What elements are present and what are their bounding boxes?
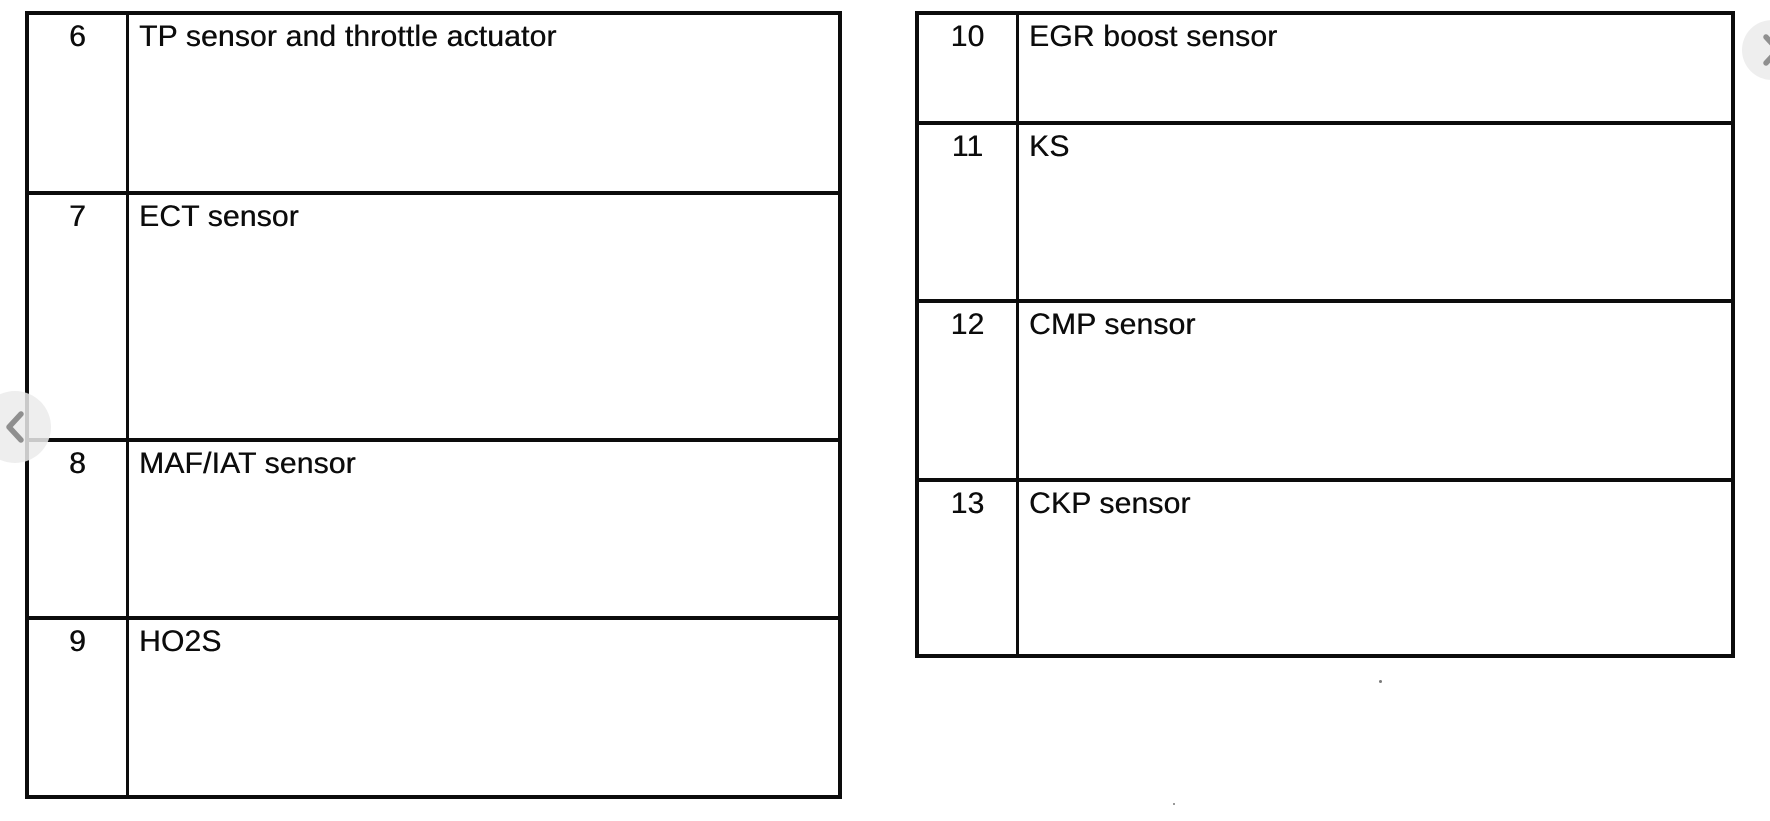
table-row: 11 KS [915,121,1735,303]
row-label-cell: TP sensor and throttle actuator [126,11,842,195]
row-number-cell: 10 [915,11,1019,125]
scan-speck [1379,680,1382,683]
row-number-cell: 7 [25,191,129,442]
row-number-cell: 13 [915,478,1019,658]
sensor-table-right: 10 EGR boost sensor 11 KS 12 CMP sensor … [915,11,1735,658]
table-row: 6 TP sensor and throttle actuator [25,11,842,195]
table-row: 12 CMP sensor [915,299,1735,482]
row-label-cell: KS [1016,121,1735,303]
scan-speck [1173,803,1175,805]
row-label-cell: CMP sensor [1016,299,1735,482]
table-row: 7 ECT sensor [25,191,842,442]
row-number-cell: 9 [25,616,129,799]
row-number-cell: 12 [915,299,1019,482]
row-label-cell: CKP sensor [1016,478,1735,658]
row-label-cell: EGR boost sensor [1016,11,1735,125]
next-page-button[interactable] [1742,20,1770,80]
chevron-right-icon [1763,34,1770,66]
row-label-cell: ECT sensor [126,191,842,442]
table-row: 9 HO2S [25,616,842,799]
table-row: 10 EGR boost sensor [915,11,1735,125]
table-row: 8 MAF/IAT sensor [25,438,842,620]
row-label-cell: MAF/IAT sensor [126,438,842,620]
row-number-cell: 6 [25,11,129,195]
row-label-cell: HO2S [126,616,842,799]
sensor-table-left: 6 TP sensor and throttle actuator 7 ECT … [25,11,842,799]
chevron-left-icon [6,411,24,443]
row-number-cell: 8 [25,438,129,620]
row-number-cell: 11 [915,121,1019,303]
table-row: 13 CKP sensor [915,478,1735,658]
